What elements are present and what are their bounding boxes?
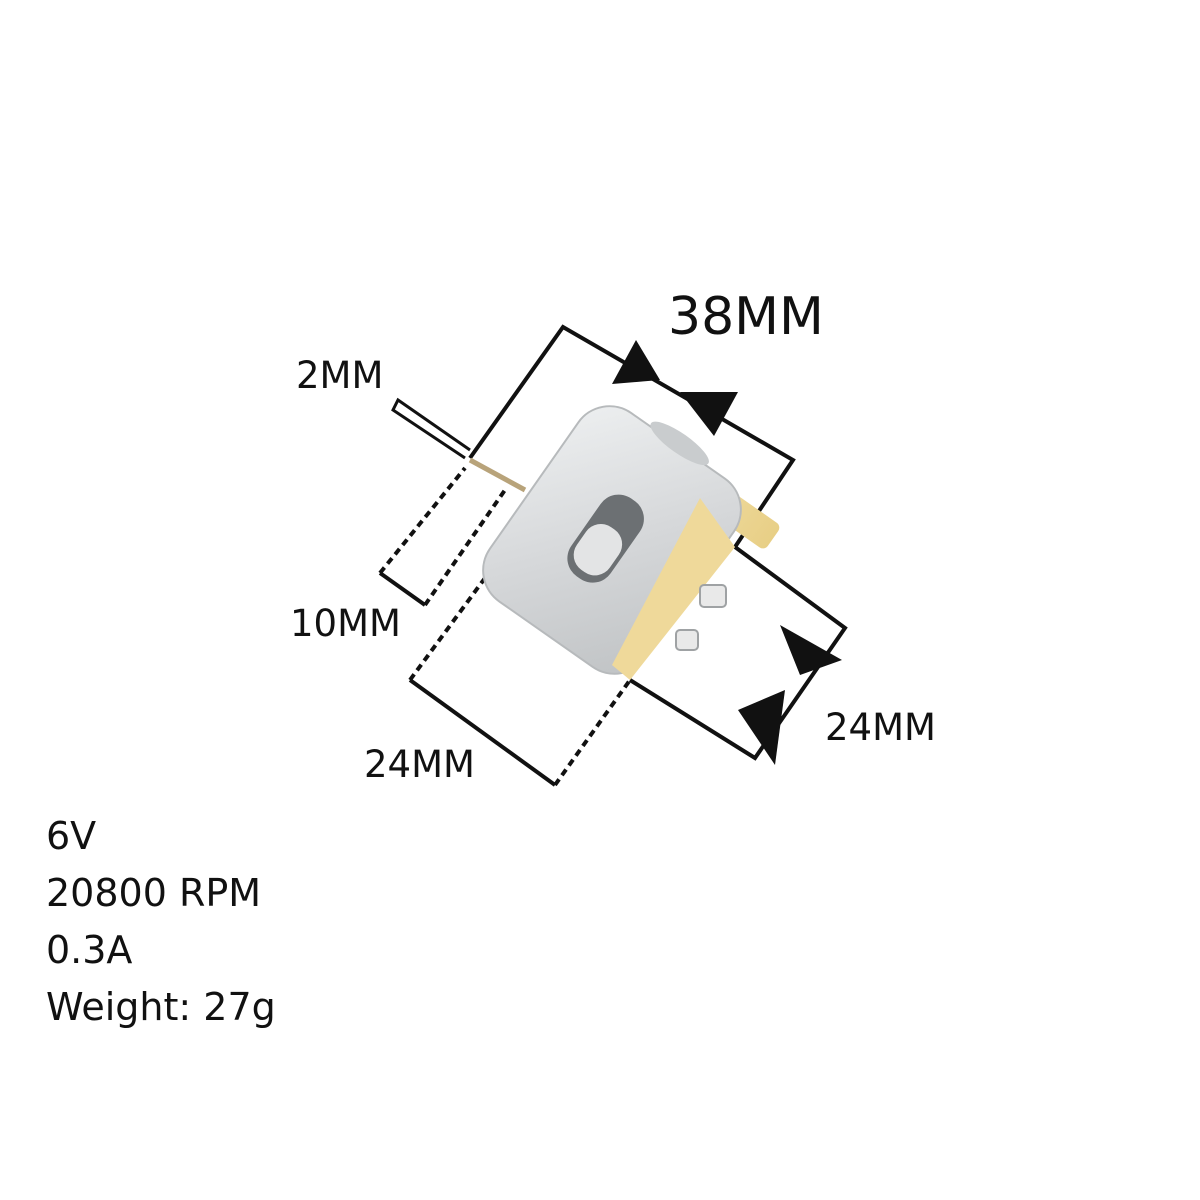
- arrow-length: [612, 340, 738, 436]
- label-width-right: 24MM: [825, 706, 936, 749]
- motor-shaft: [468, 457, 527, 493]
- arrow-width-right: [738, 625, 842, 765]
- spec-weight: Weight: 27g: [46, 985, 276, 1029]
- dimension-line-shaft-length: [378, 466, 507, 607]
- motor-front-boss: [650, 421, 709, 466]
- spec-voltage: 6V: [46, 814, 97, 858]
- dimension-line-width-bottom: [408, 576, 632, 787]
- spec-current: 0.3A: [46, 928, 133, 972]
- dimension-line-length: [468, 324, 796, 549]
- shaft-diameter-marker: [391, 397, 471, 460]
- label-length: 38MM: [668, 287, 824, 347]
- label-width-bottom: 24MM: [364, 743, 475, 786]
- motor-rear-plate: [612, 498, 735, 680]
- label-shaft-diameter: 2MM: [296, 354, 383, 397]
- dimension-line-width-right: [628, 545, 848, 761]
- spec-speed: 20800 RPM: [46, 871, 262, 915]
- spec-list: 6V 20800 RPM 0.3A Weight: 27g: [46, 808, 276, 1036]
- label-shaft-length: 10MM: [290, 602, 401, 645]
- motor-illustration: [468, 405, 780, 680]
- motor-terminals: [675, 584, 727, 651]
